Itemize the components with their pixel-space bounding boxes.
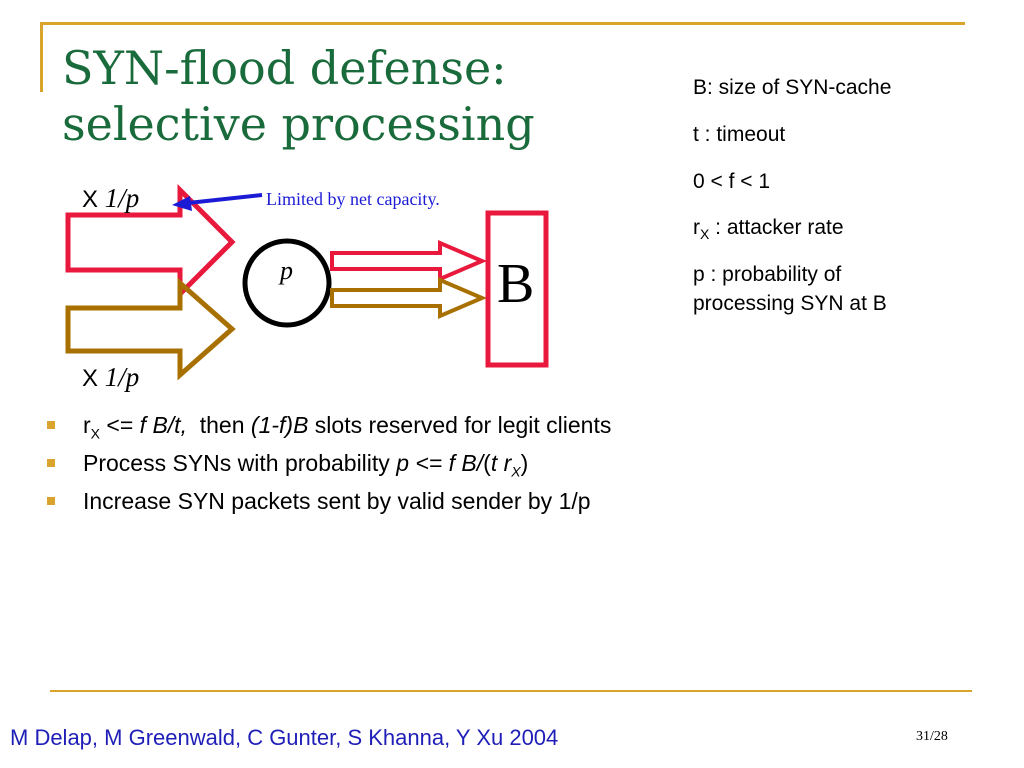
bullet-marker	[47, 459, 55, 467]
bottom-multiplier-frac: 1/p	[104, 362, 140, 392]
net-capacity-note: Limited by net capacity.	[266, 189, 440, 209]
def-p-line2: processing SYN at B	[693, 292, 887, 315]
bullet-marker	[47, 421, 55, 429]
b1-r: r	[83, 412, 91, 438]
note-pointer-line	[187, 193, 263, 205]
syn-cache-box	[485, 210, 549, 368]
top-multiplier-frac: 1/p	[104, 183, 140, 213]
cache-label-b: B	[497, 253, 535, 315]
top-multiplier: X 1/p	[82, 183, 139, 214]
attacker-traffic-arrow	[65, 277, 236, 381]
def-p-line1: p : probability of	[693, 263, 842, 286]
bullet-list: rX <= f B/t, then (1-f)B slots reserved …	[44, 410, 611, 524]
bullet-item-2: Process SYNs with probability p <= f B/(…	[44, 448, 611, 486]
b1-lte: <=	[100, 412, 140, 438]
b3-text: Increase SYN packets sent by valid sende…	[83, 488, 591, 514]
legit-output-arrow	[330, 239, 488, 283]
bullet-item-1: rX <= f B/t, then (1-f)B slots reserved …	[44, 410, 611, 448]
slide-title: SYN-flood defense: selective processing	[62, 40, 535, 152]
frame-bottom-rule	[50, 690, 972, 692]
b1-sub: X	[90, 425, 101, 442]
def-b: B: size of SYN-cache	[693, 76, 892, 99]
bottom-multiplier: X 1/p	[82, 362, 139, 393]
def-r-base: r	[693, 216, 700, 239]
note-pointer-head	[172, 196, 192, 211]
bottom-multiplier-x: X	[82, 365, 105, 392]
page-number: 31/28	[916, 729, 948, 744]
def-r: rX : attacker rate	[693, 216, 844, 243]
footer-authors: M Delap, M Greenwald, C Gunter, S Khanna…	[10, 725, 559, 750]
def-r-rest: : attacker rate	[709, 216, 844, 239]
b1-expr: (1-f)B	[250, 412, 309, 438]
b2-expr2: t r	[490, 450, 512, 476]
def-t: t : timeout	[693, 123, 786, 146]
legit-traffic-arrow	[65, 183, 236, 301]
title-line-1: SYN-flood defense:	[62, 41, 507, 95]
frame-top-rule	[40, 22, 965, 25]
b1-then: then	[186, 412, 251, 438]
b2-close: )	[520, 450, 529, 476]
top-multiplier-x: X	[82, 186, 105, 213]
def-r-sub: X	[700, 226, 710, 243]
b2-expr1: p <= f B/	[396, 450, 484, 476]
bullet-marker	[47, 497, 55, 505]
title-line-2: selective processing	[62, 97, 535, 151]
b1-fbt: f B/t,	[139, 412, 187, 438]
def-f: 0 < f < 1	[693, 170, 771, 193]
b2-sub-text: X	[511, 463, 521, 480]
bullet-item-3: Increase SYN packets sent by valid sende…	[44, 486, 611, 524]
frame-left-rule	[40, 22, 43, 92]
b2-text: Process SYNs with probability	[83, 450, 397, 476]
b1-rest: slots reserved for legit clients	[308, 412, 612, 438]
b2-sub: X	[511, 464, 520, 480]
b2-open: (	[483, 450, 491, 476]
processing-node-circle	[242, 238, 332, 328]
attacker-output-arrow	[330, 276, 488, 320]
node-label-p: p	[280, 256, 293, 285]
